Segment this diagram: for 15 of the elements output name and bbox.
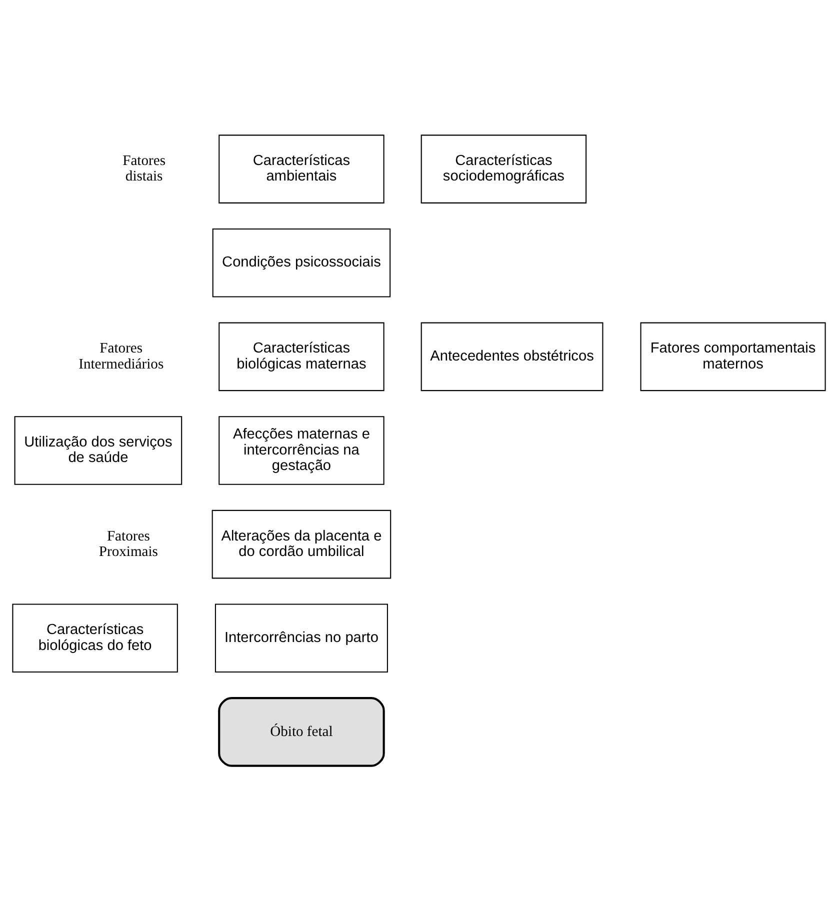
node-box: Condições psicossociais — [212, 228, 391, 297]
node-box: Utilização dos serviços de saúde — [14, 416, 182, 484]
label: Fatores Intermediários — [78, 340, 164, 372]
node-box: Óbito fetal — [218, 696, 385, 766]
node-box: Características biológicas maternas — [218, 322, 384, 391]
label: Fatores Proximais — [98, 528, 158, 560]
node-box: Fatores comportamentais maternos — [640, 322, 826, 391]
node-box: Características ambientais — [218, 134, 384, 203]
label: Fatores distais — [122, 152, 166, 184]
node-box: Características sociodemográficas — [420, 134, 587, 203]
node-box: Características biológicas do feto — [12, 603, 178, 672]
node-box: Afecções maternas e intercorrências na gestação — [218, 416, 384, 484]
node-box: Antecedentes obstétricos — [420, 322, 604, 391]
node-box: Alterações da placenta e do cordão umbilical — [212, 509, 392, 578]
node-box: Intercorrências no parto — [214, 603, 388, 672]
